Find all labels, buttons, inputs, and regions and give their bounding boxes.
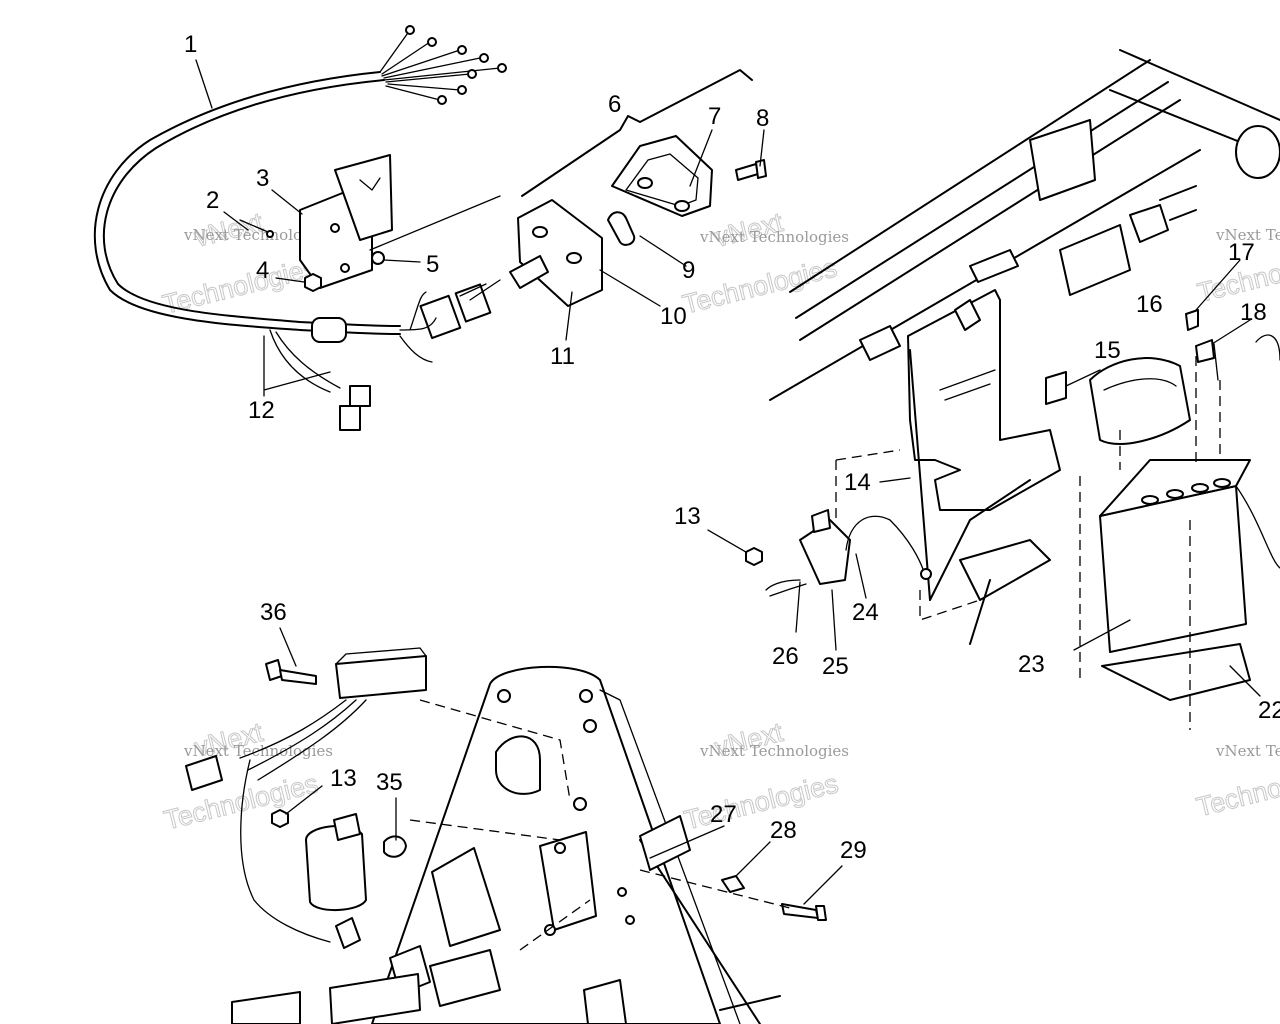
callout-2: 2 (206, 187, 219, 214)
callout-labels: 1 2 3 4 5 6 7 8 9 10 11 12 13 14 15 16 1… (184, 31, 1280, 864)
bolt (279, 669, 317, 685)
callout-3: 3 (256, 165, 269, 192)
wire-terminal (427, 37, 437, 47)
washer (1195, 339, 1215, 363)
connector (311, 317, 347, 343)
wiring-harness (93, 25, 507, 431)
callout-17: 17 (1228, 239, 1255, 266)
watermark-top-center: vNext vNext Technologies Technologies (679, 206, 849, 320)
bolt (781, 903, 819, 919)
wire-terminal (479, 53, 489, 63)
callout-29: 29 (840, 837, 867, 864)
battery-cover-edge (1103, 378, 1177, 391)
battery (1099, 459, 1280, 653)
wire-terminal (467, 69, 477, 79)
connector (419, 294, 462, 340)
callout-25: 25 (822, 653, 849, 680)
bolt (815, 905, 827, 921)
ignition-coil (271, 809, 407, 912)
watermark-small: vNext Technologies (699, 228, 849, 246)
cable (1213, 334, 1280, 381)
callout-24: 24 (852, 599, 879, 626)
watermark-bottom-center: vNext vNext Technologies Technologies (681, 716, 849, 836)
watermark-big-bottom: Technologies (1193, 755, 1280, 822)
wire-terminal (457, 45, 467, 55)
callout-11: 11 (550, 343, 575, 370)
wire-terminal (437, 95, 447, 105)
watermark-small: vNext Technologies (1215, 742, 1280, 760)
callout-10: 10 (660, 303, 687, 330)
callout-15: 15 (1094, 337, 1121, 364)
spacer (721, 875, 745, 893)
callout-9: 9 (682, 257, 695, 284)
wire-terminal (497, 63, 507, 73)
leader-lines (195, 59, 1261, 905)
mounting-plate (231, 665, 781, 1024)
connector (349, 385, 371, 407)
guide-lines (1079, 356, 1221, 730)
callout-6: 6 (608, 91, 621, 118)
guide-lines (835, 449, 981, 621)
callout-35: 35 (376, 769, 403, 796)
watermark-small: vNext Technologies (699, 742, 849, 760)
watermark-big-bottom: Technologies (681, 768, 841, 835)
callout-5: 5 (426, 251, 439, 278)
frame-assembly (769, 49, 1280, 645)
wire-terminal (405, 25, 415, 35)
watermark-big-bottom: Technologies (680, 252, 840, 319)
callout-22: 22 (1258, 697, 1280, 724)
tail-light-housing (459, 135, 767, 307)
watermark-bottom-right: vNext Technologies Technologies (1193, 742, 1280, 823)
watermark-small: vNext Technologies (183, 226, 333, 244)
connector (339, 405, 361, 431)
cdi-module (185, 647, 427, 949)
callout-36: 36 (260, 599, 287, 626)
regulator (745, 509, 932, 597)
callout-4: 4 (256, 257, 269, 284)
callout-8: 8 (756, 105, 769, 132)
callout-27: 27 (710, 801, 737, 828)
leader-dash (369, 195, 501, 251)
callout-12: 12 (248, 397, 275, 424)
callout-23: 23 (1018, 651, 1045, 678)
callout-7: 7 (708, 103, 721, 130)
callout-18: 18 (1240, 299, 1267, 326)
callout-28: 28 (770, 817, 797, 844)
battery-cover (1089, 357, 1191, 445)
wire-terminal (457, 85, 467, 95)
callout-13-bottom: 13 (330, 765, 357, 792)
guide-lines (409, 699, 791, 951)
callout-14: 14 (844, 469, 871, 496)
group-bracket-6 (521, 69, 753, 197)
callout-26: 26 (772, 643, 799, 670)
bolt (1185, 309, 1199, 331)
callout-13: 13 (674, 503, 701, 530)
battery-pad (1101, 643, 1251, 701)
callout-16: 16 (1136, 291, 1163, 318)
tail-light-bracket (239, 154, 393, 292)
callout-1: 1 (184, 31, 197, 58)
watermark-small: vNext Technologies (1215, 226, 1280, 244)
